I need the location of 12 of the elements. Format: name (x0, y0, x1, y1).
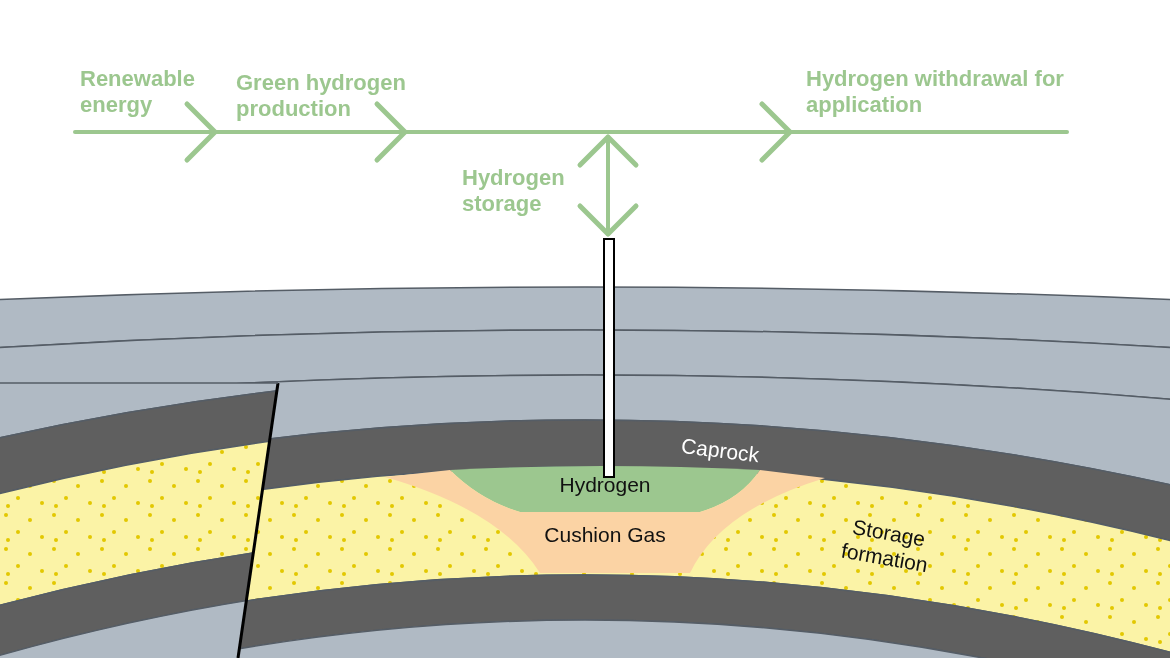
region-label: Hydrogen (559, 472, 651, 497)
region-label: Cushion Gas (544, 522, 666, 547)
arrow (213, 101, 792, 163)
process-label: Renewable energy (80, 66, 220, 118)
edge-label: Hydrogen storage (462, 165, 566, 217)
arrow (73, 101, 218, 163)
layer-label: Storage formation (838, 514, 931, 579)
layer-label: Caprock (679, 433, 761, 468)
process-label: Green hydrogen production (236, 70, 436, 122)
well-pipe (603, 238, 615, 478)
process-label: Hydrogen withdrawal for application (806, 66, 1106, 118)
arrow (577, 134, 639, 237)
